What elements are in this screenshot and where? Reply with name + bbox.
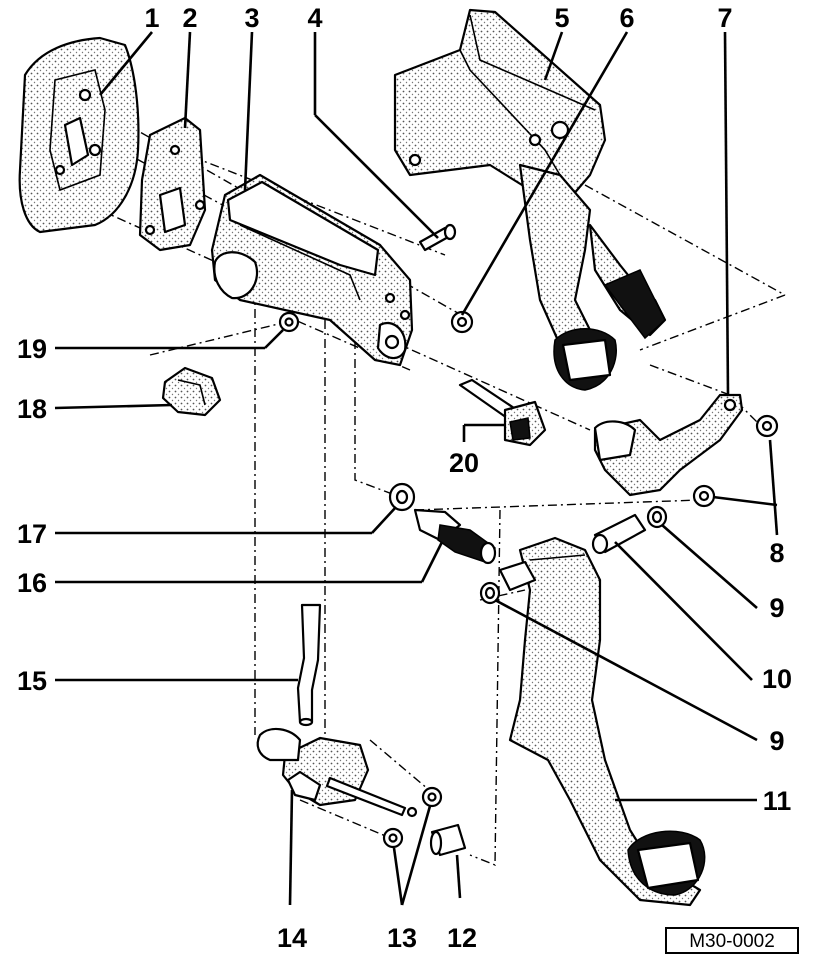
callout-4: 4 xyxy=(307,3,322,33)
over-center-spring xyxy=(413,508,497,565)
upper-pedal-bracket xyxy=(393,8,607,212)
callout-18: 18 xyxy=(17,394,47,424)
callout-labels: 1 2 3 4 5 6 7 8 9 9 10 11 12 13 14 15 16… xyxy=(17,3,792,953)
spring-bushing xyxy=(388,482,416,512)
firewall-panel xyxy=(18,36,140,234)
callout-16: 16 xyxy=(17,568,47,598)
callout-11: 11 xyxy=(763,786,792,816)
clutch-pedal xyxy=(498,536,706,907)
callout-9-lower: 9 xyxy=(769,726,784,756)
callout-14: 14 xyxy=(277,923,307,953)
callout-2: 2 xyxy=(182,3,197,33)
callout-12: 12 xyxy=(447,923,477,953)
housing-nut xyxy=(278,311,300,333)
callout-6: 6 xyxy=(619,3,634,33)
mounting-nuts xyxy=(382,786,443,849)
brake-light-switch xyxy=(458,378,547,447)
clutch-master-cylinder xyxy=(256,727,418,818)
callout-1: 1 xyxy=(144,3,159,33)
reference-code: M30-0002 xyxy=(689,931,775,952)
callout-5: 5 xyxy=(554,3,569,33)
callout-3: 3 xyxy=(244,3,259,33)
retaining-clip xyxy=(161,366,222,417)
pedal-bracket-housing xyxy=(210,173,414,367)
pedal-shaft-sleeve xyxy=(591,513,647,555)
bushings xyxy=(479,505,668,605)
reference-code-box: M30-0002 xyxy=(665,927,799,954)
pedal-support-bracket xyxy=(593,393,744,497)
callout-7: 7 xyxy=(717,3,732,33)
callout-13: 13 xyxy=(387,923,417,953)
callout-10: 10 xyxy=(762,664,792,694)
bolt xyxy=(418,223,457,252)
callout-9-upper: 9 xyxy=(769,593,784,623)
callout-19: 19 xyxy=(17,334,47,364)
nuts xyxy=(692,414,779,508)
callout-20: 20 xyxy=(449,448,479,478)
callout-leaders xyxy=(54,31,779,906)
mounting-bracket xyxy=(138,116,207,252)
nut xyxy=(450,310,474,334)
callout-8: 8 xyxy=(769,538,784,568)
pin xyxy=(429,823,467,857)
brake-pedal-arm xyxy=(518,163,667,391)
callout-15: 15 xyxy=(17,666,47,696)
hydraulic-hose xyxy=(296,603,322,727)
callout-17: 17 xyxy=(17,519,47,549)
